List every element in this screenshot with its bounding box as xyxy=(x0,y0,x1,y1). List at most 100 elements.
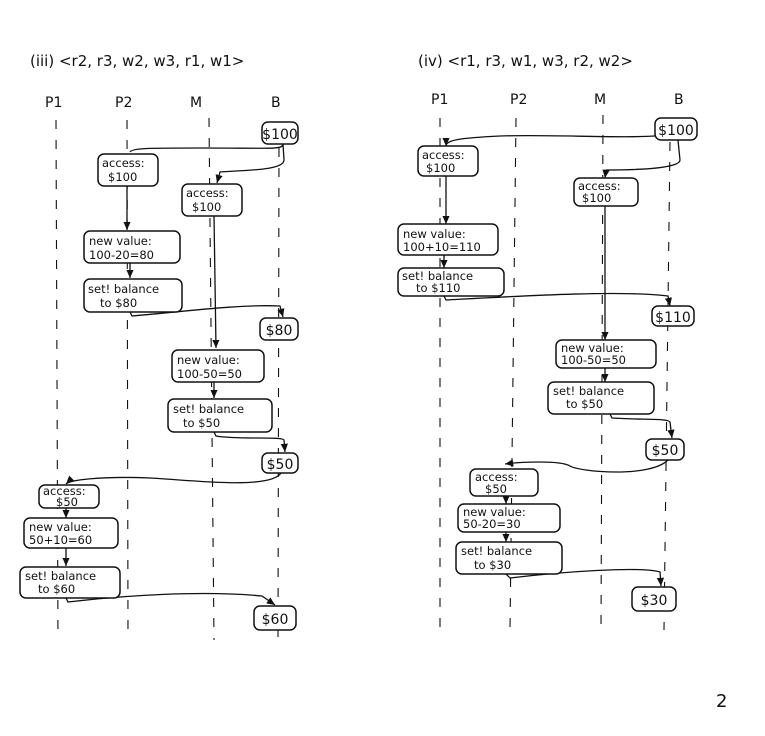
diagram-iv: (iv) <r1, r3, w1, w3, r2, w2> P1 P2 M B … xyxy=(397,52,698,631)
balance-initial: $100 xyxy=(261,121,299,145)
balance-node: $80 xyxy=(259,317,299,341)
svg-text:set! balance: set! balance xyxy=(461,544,532,558)
svg-text:new value:: new value: xyxy=(561,341,624,355)
step-box: access: $50 xyxy=(469,468,539,497)
lifeline-b xyxy=(663,141,671,631)
step-box: new value: 100-50=50 xyxy=(171,349,265,383)
balance-value: $30 xyxy=(641,593,668,609)
read-arrow xyxy=(602,139,681,179)
svg-text:$100: $100 xyxy=(426,161,455,175)
svg-text:access:: access: xyxy=(578,179,621,193)
column-label-p1: P1 xyxy=(431,92,448,108)
column-label-m: M xyxy=(594,92,606,108)
svg-text:100-50=50: 100-50=50 xyxy=(177,367,242,381)
read-arrow xyxy=(442,133,674,147)
step-box: new value: 50-20=30 xyxy=(457,503,561,533)
diagram-title: (iii) <r2, r3, w2, w3, r1, w1> xyxy=(30,52,244,70)
svg-text:to $60: to $60 xyxy=(38,582,75,596)
column-label-b: B xyxy=(674,92,684,108)
svg-text:access:: access: xyxy=(475,470,518,484)
svg-text:set! balance: set! balance xyxy=(25,569,96,583)
svg-text:$100: $100 xyxy=(108,170,137,184)
page-number: 2 xyxy=(716,691,727,712)
svg-text:new value:: new value: xyxy=(463,505,526,519)
balance-initial: $100 xyxy=(654,117,698,141)
svg-text:new value:: new value: xyxy=(89,234,152,248)
step-box: access: $100 xyxy=(97,153,159,187)
svg-text:$50: $50 xyxy=(56,495,78,509)
svg-text:new value:: new value: xyxy=(177,353,240,367)
step-box: new value: 100-20=80 xyxy=(83,230,181,264)
diagram-iii: (iii) <r2, r3, w2, w3, r1, w1> P1 P2 M B… xyxy=(19,52,299,641)
balance-value: $50 xyxy=(267,457,294,473)
write-arrow xyxy=(65,592,276,606)
step-box: new value: 100-50=50 xyxy=(555,339,657,369)
column-label-p2: P2 xyxy=(115,95,132,111)
svg-text:$100: $100 xyxy=(582,191,611,205)
step-box: access: $100 xyxy=(417,145,479,177)
svg-text:access:: access: xyxy=(186,186,229,200)
balance-value: $110 xyxy=(655,310,691,326)
read-line xyxy=(129,143,284,153)
balance-value: $100 xyxy=(262,127,298,143)
balance-node: $110 xyxy=(651,305,695,327)
svg-text:access:: access: xyxy=(43,484,86,498)
column-label-p2: P2 xyxy=(510,92,527,108)
write-arrow xyxy=(213,431,288,453)
flow-arrow xyxy=(212,214,220,349)
step-box: new value: 100+10=110 xyxy=(397,223,499,256)
balance-node: $30 xyxy=(631,586,677,612)
svg-text:50+10=60: 50+10=60 xyxy=(29,533,92,547)
svg-text:to $80: to $80 xyxy=(100,296,137,310)
svg-text:100+10=110: 100+10=110 xyxy=(403,240,481,254)
svg-text:to $50: to $50 xyxy=(566,397,603,411)
balance-value: $60 xyxy=(262,612,289,628)
step-box: set! balance to $110 xyxy=(397,267,505,297)
svg-text:access:: access: xyxy=(422,148,465,162)
svg-text:new value:: new value: xyxy=(403,227,466,241)
step-box: access: $100 xyxy=(573,177,639,207)
write-arrow xyxy=(609,413,675,439)
balance-node: $60 xyxy=(253,605,297,631)
svg-text:100-20=80: 100-20=80 xyxy=(89,248,154,262)
svg-text:to $110: to $110 xyxy=(416,281,460,295)
balance-value: $80 xyxy=(266,323,293,339)
step-box: set! balance to $60 xyxy=(19,566,121,599)
balance-value: $100 xyxy=(658,123,694,139)
read-arrow xyxy=(215,143,285,184)
balance-node: $50 xyxy=(645,438,685,461)
svg-text:$50: $50 xyxy=(485,482,507,496)
lifeline-p1 xyxy=(55,119,59,641)
step-box: set! balance to $50 xyxy=(167,398,273,433)
svg-text:new value:: new value: xyxy=(29,520,92,534)
column-label-b: B xyxy=(271,95,281,111)
step-box: access: $50 xyxy=(38,484,100,509)
svg-text:50-20=30: 50-20=30 xyxy=(463,517,521,531)
svg-text:set! balance: set! balance xyxy=(553,384,624,398)
svg-text:set! balance: set! balance xyxy=(173,402,244,416)
svg-text:$100: $100 xyxy=(192,200,221,214)
step-box: access: $100 xyxy=(181,183,243,217)
svg-text:set! balance: set! balance xyxy=(402,269,473,283)
balance-value: $50 xyxy=(652,443,679,459)
read-arrow xyxy=(504,459,669,473)
svg-text:100-50=50: 100-50=50 xyxy=(561,353,626,367)
column-label-p1: P1 xyxy=(45,95,62,111)
svg-text:to $50: to $50 xyxy=(183,416,220,430)
write-arrow xyxy=(443,292,672,307)
diagram-title: (iv) <r1, r3, w1, w3, r2, w2> xyxy=(418,52,633,70)
svg-text:to $30: to $30 xyxy=(474,558,511,572)
lifeline-b xyxy=(277,147,280,641)
step-box: set! balance to $50 xyxy=(547,381,655,415)
svg-text:set! balance: set! balance xyxy=(88,282,159,296)
column-label-m: M xyxy=(190,95,202,111)
read-arrow xyxy=(65,472,282,485)
step-box: new value: 50+10=60 xyxy=(23,517,119,549)
step-box: set! balance to $80 xyxy=(83,278,183,313)
svg-text:access:: access: xyxy=(102,156,145,170)
step-box: set! balance to $30 xyxy=(455,541,563,575)
write-arrow xyxy=(505,568,665,587)
write-arrow xyxy=(129,305,285,318)
balance-node: $50 xyxy=(261,452,299,474)
